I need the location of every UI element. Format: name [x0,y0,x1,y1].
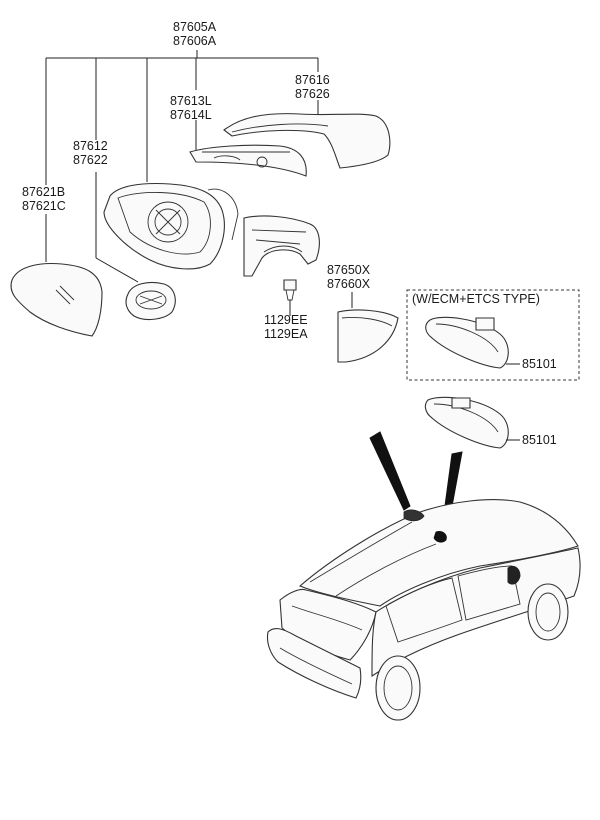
label-inside-mirror: 85101 [522,433,557,447]
label-glass-a: 87621B [22,185,65,199]
label-assy-a: 87605A [173,20,217,34]
inside-mirror-part: 85101 [424,396,557,449]
screw-part [283,279,297,316]
mirror-housing-part [103,183,239,270]
label-cover-b: 87626 [295,87,330,101]
assembly-leader-lines [45,50,319,185]
label-screw-a: 1129EE [264,313,308,327]
label-lamp-a: 87613L [170,94,212,108]
option-box: (W/ECM+ETCS TYPE) 85101 [406,289,580,381]
mirror-base-part [243,215,320,277]
label-lamp-b: 87614L [170,108,212,122]
vehicle-drawing [266,499,581,721]
label-assy-b: 87606A [173,34,217,48]
label-garnish-a: 87650X [327,263,371,277]
mirror-cover-part [223,100,391,169]
label-inside-mirror-ecm: 85101 [522,357,557,371]
label-garnish-b: 87660X [327,277,371,291]
option-box-label: (W/ECM+ETCS TYPE) [412,292,540,306]
mirror-glass-part [10,214,103,337]
label-actuator-b: 87622 [73,153,108,167]
actuator-part [95,172,176,321]
garnish-part [337,292,399,363]
label-screw-b: 1129EA [264,327,308,341]
label-actuator-a: 87612 [73,139,108,153]
label-cover-a: 87616 [295,73,330,87]
label-glass-b: 87621C [22,199,66,213]
side-lamp-part [189,120,307,177]
